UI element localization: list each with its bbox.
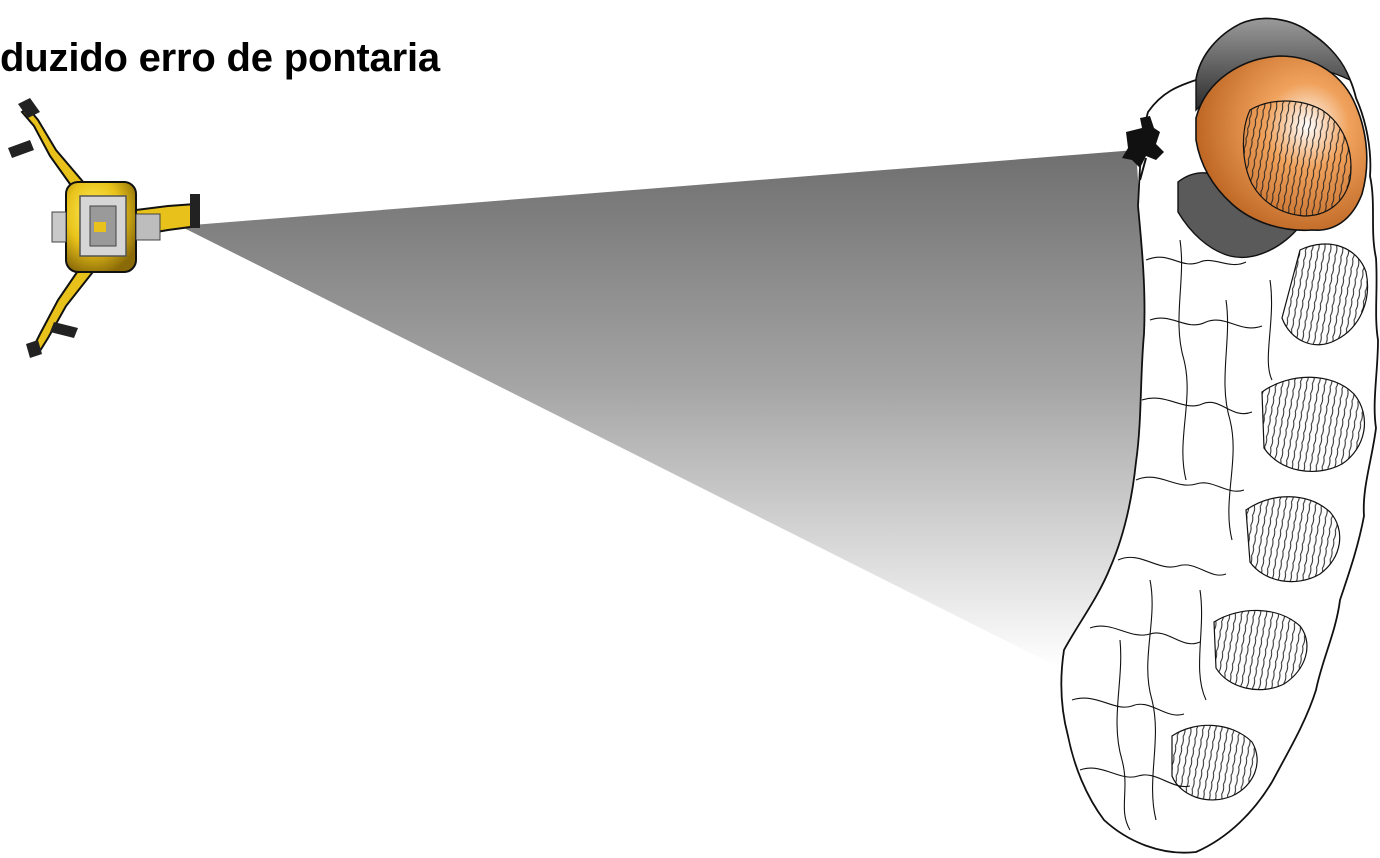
pointing-beam: [180, 150, 1146, 668]
lander-icon: [1122, 116, 1164, 181]
diagram-title: eduzido erro de pontaria: [0, 36, 440, 80]
comet-nucleus-icon: [1060, 17, 1379, 854]
spacecraft-icon: [8, 98, 200, 358]
